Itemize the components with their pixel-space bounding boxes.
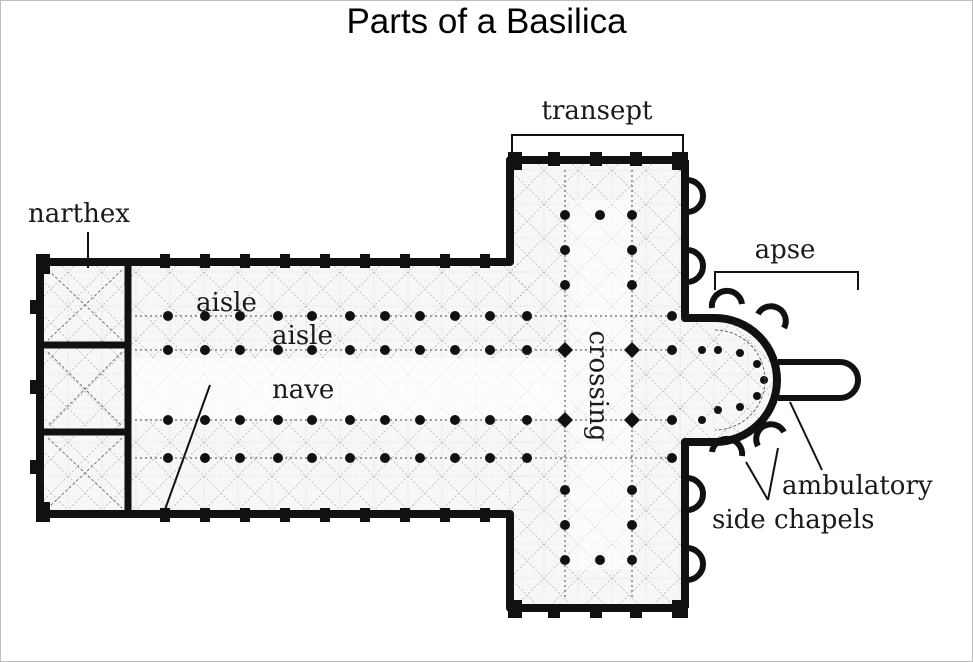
label-apse: apse (755, 235, 816, 265)
narthex-walls (40, 262, 132, 514)
label-transept: transept (542, 96, 653, 126)
apse-chapels (708, 287, 861, 457)
apse-bracket (714, 271, 859, 290)
crossing-floor (570, 200, 630, 570)
annotation-lines (87, 134, 859, 516)
nave-floor (130, 358, 570, 418)
crossing-piers (557, 342, 640, 428)
ambulatory-columns (714, 346, 768, 414)
ambulatory-leader (789, 401, 823, 471)
label-side-chapels: side chapels (712, 505, 874, 535)
aisle-leader (162, 384, 211, 516)
nave-grid (130, 170, 680, 600)
side-chapels-leader-1 (745, 461, 769, 501)
label-narthex: narthex (28, 199, 130, 229)
label-aisle-inner: aisle (272, 321, 333, 351)
side-chapels-leader-2 (767, 447, 779, 501)
diagram-title: Parts of a Basilica (346, 2, 627, 41)
transept-piers (560, 210, 706, 565)
label-aisle-outer: aisle (196, 288, 257, 318)
transept-bracket (511, 134, 684, 152)
buttresses (30, 152, 688, 618)
nave-piers (163, 311, 532, 463)
label-nave: nave (272, 375, 334, 405)
narthex-vaults (47, 269, 123, 509)
label-crossing: crossing (583, 330, 613, 441)
transept-chapels (686, 177, 706, 583)
ambulatory-arc (714, 329, 766, 431)
label-ambulatory: ambulatory (782, 471, 933, 501)
